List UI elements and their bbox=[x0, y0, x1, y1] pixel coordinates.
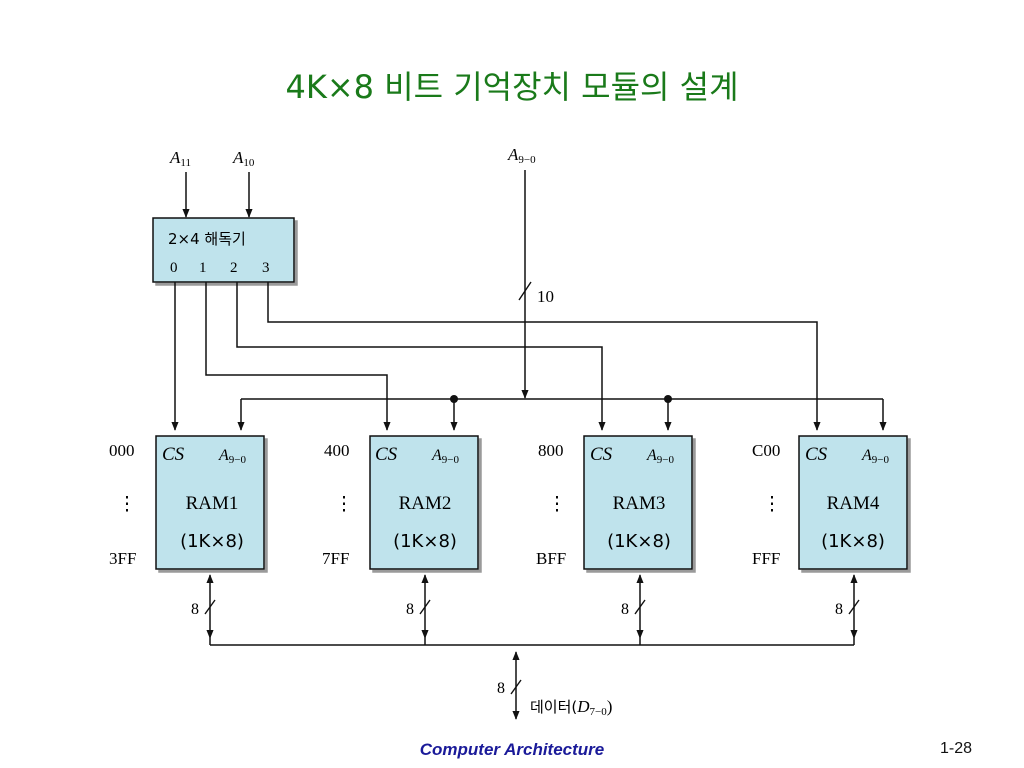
ram2-start-addr: 400 bbox=[324, 441, 350, 460]
ram1-cs-label: CS bbox=[162, 444, 185, 465]
ram2-size: (1K×8) bbox=[393, 531, 457, 552]
ram1-end-addr: 3FF bbox=[109, 549, 136, 568]
ram4-data-slash bbox=[848, 599, 860, 615]
addr-bus-width: 10 bbox=[537, 287, 554, 306]
ram3-start-addr: 800 bbox=[538, 441, 564, 460]
ram1-ellipsis: ⋮ bbox=[118, 494, 137, 515]
page-title: 4K×8 비트 기억장치 모듈의 설계 bbox=[285, 68, 739, 106]
ram4-name: RAM4 bbox=[827, 493, 880, 514]
decoder-output-3: 3 bbox=[262, 260, 270, 276]
ram4-data-width: 8 bbox=[835, 601, 843, 618]
data-output-slash bbox=[510, 679, 522, 695]
decoder-box bbox=[152, 217, 295, 283]
ram3-data-width: 8 bbox=[621, 601, 629, 618]
page-number: 1-28 bbox=[940, 740, 973, 757]
ram2-box bbox=[369, 435, 479, 570]
ram3-ellipsis: ⋮ bbox=[548, 494, 567, 515]
ram3-data-slash bbox=[634, 599, 646, 615]
data-output-label: 데이터(D7−0) bbox=[530, 697, 612, 718]
ram1-data-slash bbox=[204, 599, 216, 615]
decoder-output-1: 1 bbox=[199, 260, 207, 276]
decoder-label: 2×4 해독기 bbox=[168, 230, 246, 248]
ram4-cs-label: CS bbox=[805, 444, 828, 465]
addr-bus-slash bbox=[518, 281, 532, 301]
ram3-size: (1K×8) bbox=[607, 531, 671, 552]
ram1-box bbox=[155, 435, 265, 570]
ram4-box bbox=[798, 435, 908, 570]
ram2-ellipsis: ⋮ bbox=[335, 494, 354, 515]
addr-bus-label: A9−0 bbox=[507, 145, 536, 166]
cs-wire-ram4 bbox=[267, 282, 821, 431]
ram2-name: RAM2 bbox=[399, 493, 452, 514]
a10-label: A10 bbox=[232, 148, 255, 169]
ram2-end-addr: 7FF bbox=[322, 549, 349, 568]
a11-label: A11 bbox=[169, 148, 191, 169]
ram4-start-addr: C00 bbox=[752, 441, 780, 460]
ram2-addr-label: A9−0 bbox=[431, 447, 459, 466]
ram2-data-width: 8 bbox=[406, 601, 414, 618]
ram1-name: RAM1 bbox=[186, 493, 239, 514]
ram2-cs-label: CS bbox=[375, 444, 398, 465]
ram4-end-addr: FFF bbox=[752, 549, 780, 568]
cs-wire-ram3 bbox=[236, 282, 606, 431]
decoder-output-2: 2 bbox=[230, 260, 238, 276]
footer-text: Computer Architecture bbox=[419, 740, 605, 759]
ram1-size: (1K×8) bbox=[180, 531, 244, 552]
ram3-name: RAM3 bbox=[613, 493, 666, 514]
ram3-end-addr: BFF bbox=[536, 549, 566, 568]
ram4-size: (1K×8) bbox=[821, 531, 885, 552]
ram1-start-addr: 000 bbox=[109, 441, 135, 460]
ram1-addr-label: A9−0 bbox=[218, 447, 246, 466]
cs-wire-ram2 bbox=[205, 282, 391, 431]
junction-dot-ram3 bbox=[664, 395, 672, 403]
decoder-output-0: 0 bbox=[170, 260, 178, 276]
junction-dot-ram2 bbox=[450, 395, 458, 403]
ram3-addr-label: A9−0 bbox=[646, 447, 674, 466]
ram2-data-slash bbox=[419, 599, 431, 615]
ram4-addr-label: A9−0 bbox=[861, 447, 889, 466]
ram1-data-width: 8 bbox=[191, 601, 199, 618]
ram4-ellipsis: ⋮ bbox=[763, 494, 782, 515]
ram3-cs-label: CS bbox=[590, 444, 613, 465]
ram3-box bbox=[583, 435, 693, 570]
data-output-width: 8 bbox=[497, 680, 505, 697]
